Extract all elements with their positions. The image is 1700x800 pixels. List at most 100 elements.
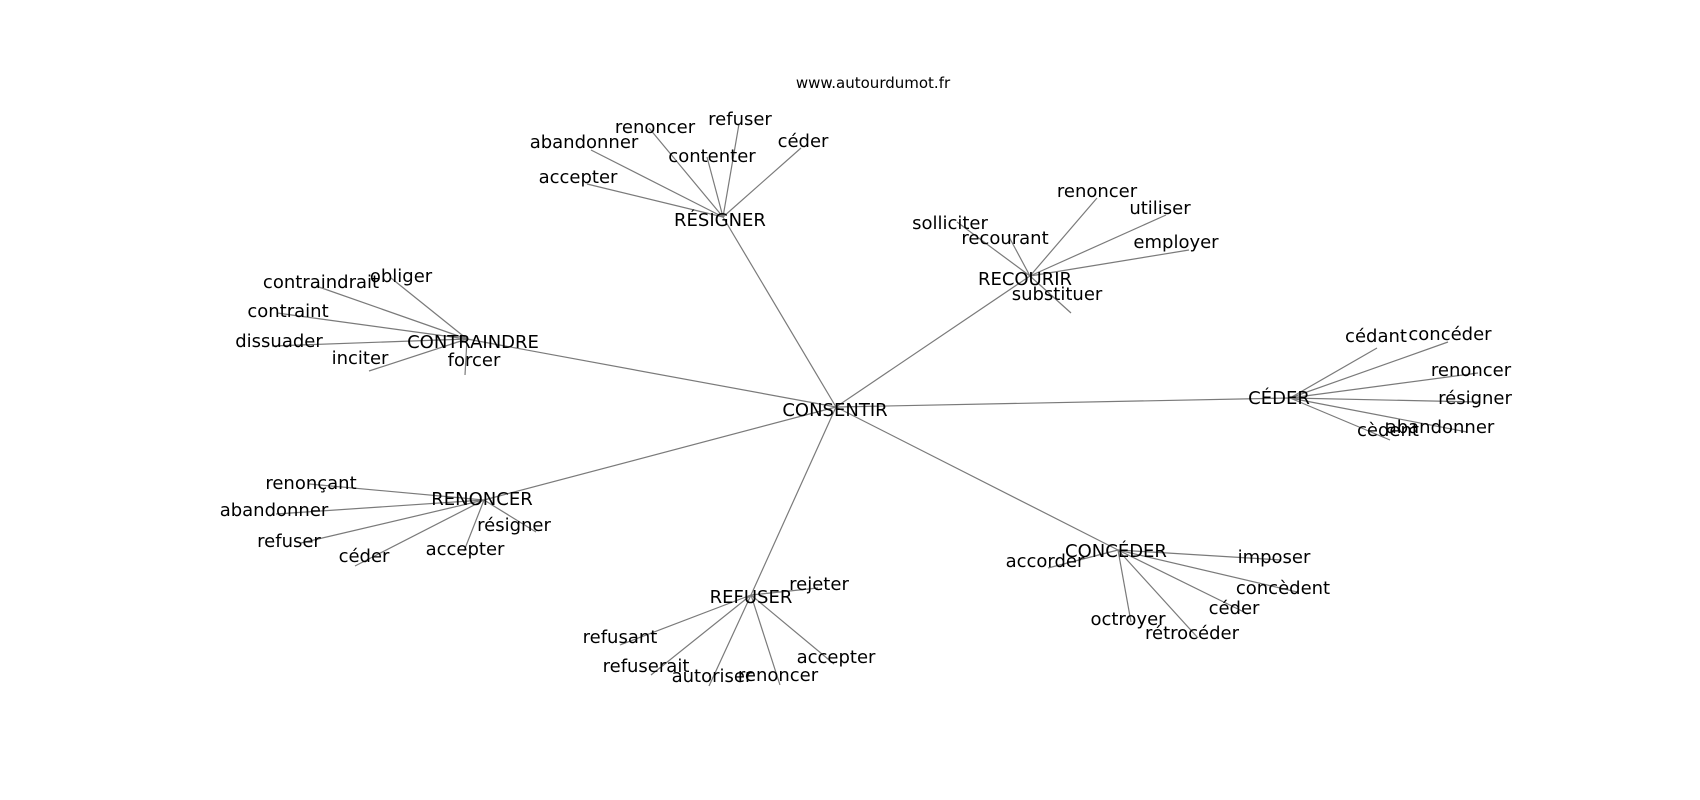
hub-node-ceder: CÉDER	[1248, 387, 1310, 409]
leaf-node-label: contraindrait	[263, 272, 379, 293]
edge-center-ceder	[835, 397, 1291, 408]
edge-conceder-leaf	[1117, 549, 1132, 623]
edge-center-conceder	[835, 406, 1119, 551]
edge-resigner-leaf	[722, 123, 740, 218]
edge-ceder-leaf	[1289, 341, 1449, 399]
leaf-node-label: renonçant	[265, 473, 356, 494]
leaf-node-label: accepter	[539, 167, 618, 188]
edge-center-resigner	[722, 216, 837, 408]
edge-recourir-leaf	[956, 221, 1031, 277]
edge-contraindre-leaf	[276, 312, 468, 340]
edge-center-renoncer	[483, 406, 837, 501]
edge-recourir-leaf	[1007, 234, 1031, 277]
edge-recourir-leaf	[1029, 249, 1190, 277]
edge-resigner-leaf	[722, 147, 802, 218]
leaf-node-label: renoncer	[738, 665, 819, 686]
leaf-node-label: accorder	[1006, 551, 1085, 572]
edge-contraindre-leaf	[271, 338, 468, 347]
edge-contraindre-leaf	[315, 285, 468, 340]
edge-refuser-leaf	[650, 594, 752, 676]
leaf-node-label: refuserait	[603, 656, 690, 677]
edge-recourir-leaf	[1029, 197, 1098, 277]
leaf-node-label: inciter	[332, 348, 389, 369]
leaf-node-label: renoncer	[615, 117, 696, 138]
leaf-node-label: contenter	[668, 146, 756, 167]
hub-node-resigner: RÉSIGNER	[674, 209, 766, 231]
leaf-node-label: renoncer	[1431, 360, 1512, 381]
leaf-node-label: refusant	[583, 627, 658, 648]
hub-node-conceder: CONCÉDER	[1065, 540, 1167, 562]
edge-renoncer-leaf	[275, 499, 485, 515]
edge-refuser-leaf	[750, 594, 781, 686]
leaf-node-label: abandonner	[530, 132, 639, 153]
edge-conceder-leaf	[1047, 549, 1119, 569]
edge-resigner-leaf	[648, 127, 724, 218]
leaf-node-label: recourant	[961, 228, 1048, 249]
leaf-node-label: accepter	[797, 647, 876, 668]
leaf-node-label: refuser	[708, 109, 772, 130]
leaf-node-label: accepter	[426, 539, 505, 560]
edge-conceder-leaf	[1117, 549, 1249, 615]
edge-contraindre-leaf	[464, 338, 468, 376]
edge-resigner-leaf	[586, 183, 724, 218]
leaf-node-label: autoriser	[672, 666, 753, 687]
leaf-node-label: forcer	[448, 350, 501, 371]
leaf-node-label: octroyer	[1090, 609, 1166, 630]
leaf-node-label: concéder	[1408, 324, 1492, 345]
leaf-node-label: cèdent	[1357, 420, 1419, 441]
leaf-node-label: solliciter	[912, 213, 988, 234]
edge-refuser-leaf	[619, 594, 752, 646]
leaf-node-label: rejeter	[789, 574, 849, 595]
edge-center-recourir	[835, 275, 1031, 408]
edge-recourir-leaf	[1029, 214, 1167, 277]
leaf-node-label: refuser	[257, 531, 321, 552]
leaf-node-label: contraint	[247, 301, 328, 322]
source-label: www.autourdumot.fr	[796, 74, 951, 92]
center-node-label: CONSENTIR	[782, 400, 887, 421]
leaf-node-label: utiliser	[1129, 198, 1191, 219]
edge-ceder-leaf	[1289, 347, 1378, 399]
leaf-node-label: substituer	[1012, 284, 1103, 305]
edge-center-contraindre	[466, 338, 837, 408]
leaf-node-label: résigner	[477, 515, 551, 536]
edge-renoncer-leaf	[463, 499, 485, 552]
edges	[271, 123, 1479, 687]
leaf-node-label: concèdent	[1236, 578, 1330, 599]
leaf-node-label: imposer	[1238, 547, 1311, 568]
leaf-node-label: employer	[1133, 232, 1219, 253]
edge-ceder-leaf	[1289, 372, 1479, 399]
edge-refuser-leaf	[708, 594, 752, 687]
hub-node-renoncer: RENONCER	[431, 489, 532, 510]
edge-ceder-leaf	[1289, 397, 1479, 403]
edge-renoncer-leaf	[300, 499, 485, 544]
edge-center-refuser	[750, 406, 837, 596]
edge-resigner-leaf	[590, 149, 724, 218]
edge-ceder-leaf	[1289, 397, 1468, 433]
labels: renoncer refuser abandonner contenter céder a…	[220, 109, 1513, 687]
leaf-node-label: résigner	[1438, 388, 1512, 409]
leaf-node-label: obliger	[370, 266, 433, 287]
leaf-node-label: céder	[1209, 598, 1260, 619]
edge-renoncer-leaf	[308, 483, 485, 501]
edge-recourir-leaf	[1029, 275, 1072, 314]
edge-contraindre-leaf	[368, 338, 468, 372]
edge-contraindre-leaf	[390, 277, 468, 340]
leaf-node-label: cédant	[1345, 326, 1407, 347]
hub-node-contraindre: CONTRAINDRE	[407, 332, 539, 353]
edge-conceder-leaf	[1117, 549, 1282, 561]
leaf-node-label: dissuader	[235, 331, 323, 352]
leaf-node-label: rétrocéder	[1145, 623, 1240, 644]
leaf-node-label: abandonner	[220, 500, 329, 521]
leaf-node-label: céder	[778, 131, 829, 152]
edge-refuser-leaf	[750, 594, 835, 665]
hub-node-recourir: RECOURIR	[978, 269, 1072, 290]
leaf-node-label: abandonner	[1386, 417, 1495, 438]
edge-conceder-leaf	[1117, 549, 1298, 593]
hub-node-refuser: REFUSER	[710, 587, 793, 608]
edge-resigner-leaf	[706, 156, 724, 218]
edge-conceder-leaf	[1117, 549, 1199, 639]
edge-renoncer-leaf	[483, 499, 537, 533]
edge-ceder-leaf	[1289, 397, 1391, 441]
edge-renoncer-leaf	[354, 499, 485, 567]
